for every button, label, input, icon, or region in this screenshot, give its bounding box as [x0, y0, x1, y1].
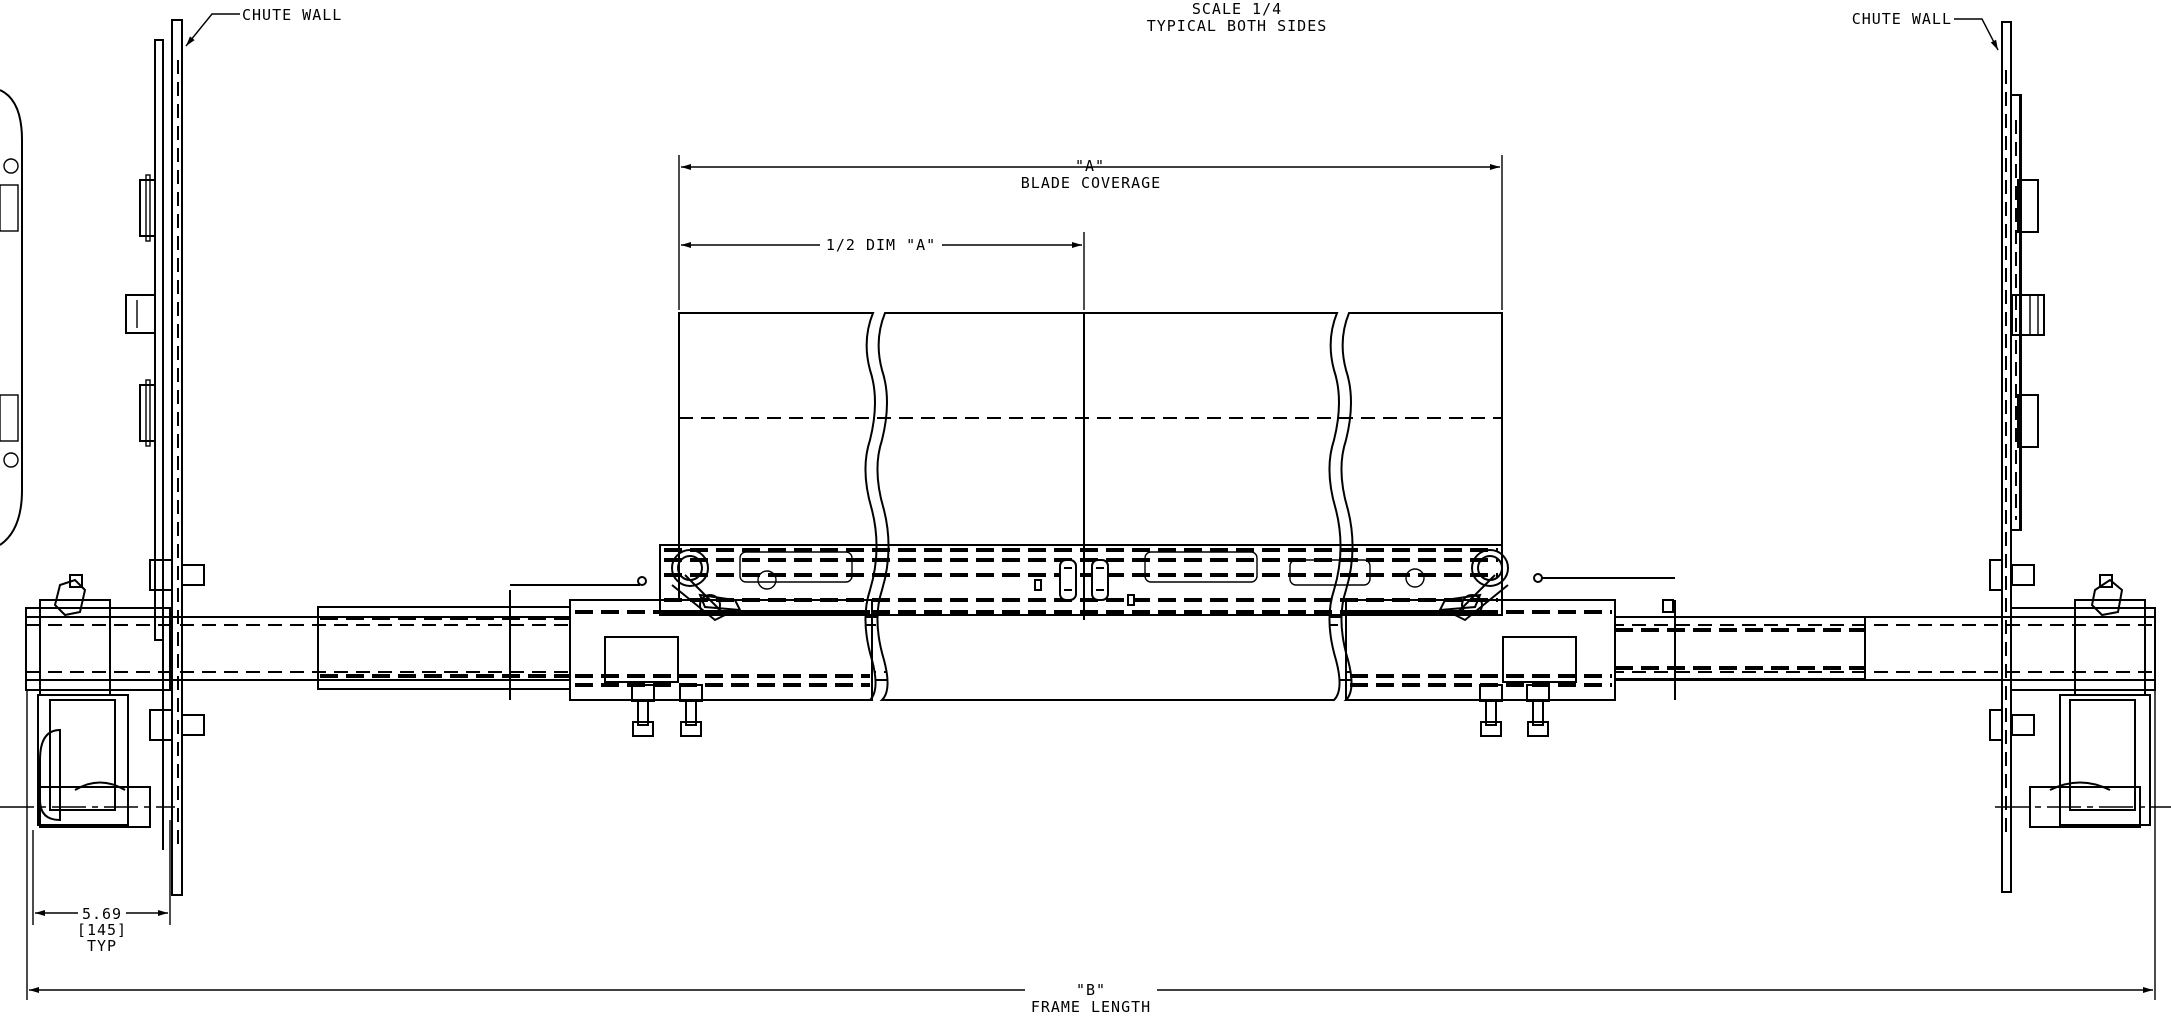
- dimension-b: "B" FRAME LENGTH: [26, 690, 2156, 1016]
- tensioner-right: [1995, 574, 2171, 828]
- adjust-bolt-left-2: [679, 684, 703, 737]
- chute-wall-left: [125, 19, 205, 896]
- dimension-typ: 5.69 [145] TYP: [32, 820, 171, 955]
- blade: [569, 312, 1616, 701]
- chute-wall-left-label: CHUTE WALL: [242, 6, 342, 24]
- dim-typ-note: TYP: [87, 937, 117, 955]
- blade-carrier: [659, 544, 1503, 616]
- dim-b-label: FRAME LENGTH: [1031, 998, 1151, 1016]
- dimension-half-a: 1/2 DIM "A": [681, 232, 1085, 310]
- scale-note-line2: TYPICAL BOTH SIDES: [1147, 17, 1328, 35]
- dim-half-a-label: 1/2 DIM "A": [826, 236, 936, 254]
- left-edge-pulley-partial: [0, 89, 23, 546]
- chute-wall-right-callout: CHUTE WALL: [1852, 10, 1999, 51]
- tensioner-left: [0, 574, 175, 828]
- dim-a-label: BLADE COVERAGE: [1021, 174, 1161, 192]
- chute-wall-right: [1989, 21, 2045, 893]
- adjust-bolt-right-1: [1479, 684, 1503, 737]
- chute-wall-right-label: CHUTE WALL: [1852, 10, 1952, 28]
- pin-clamp-left: [671, 549, 742, 622]
- dim-b-letter: "B": [1076, 981, 1106, 999]
- chute-wall-left-callout: CHUTE WALL: [185, 6, 342, 47]
- dim-a-letter: "A": [1075, 157, 1105, 175]
- dim-typ-inches: 5.69: [82, 905, 122, 923]
- adjust-bolt-right-2: [1526, 684, 1550, 737]
- scale-note-line1: SCALE 1/4: [1192, 0, 1282, 18]
- lower-box-left: [569, 599, 873, 737]
- scale-note: SCALE 1/4 TYPICAL BOTH SIDES: [1147, 0, 1328, 35]
- dimension-a: "A" BLADE COVERAGE: [678, 155, 1503, 310]
- lower-box-right: [1345, 599, 1616, 737]
- dim-typ-mm: [145]: [77, 921, 127, 939]
- adjust-bolt-left-1: [631, 684, 655, 737]
